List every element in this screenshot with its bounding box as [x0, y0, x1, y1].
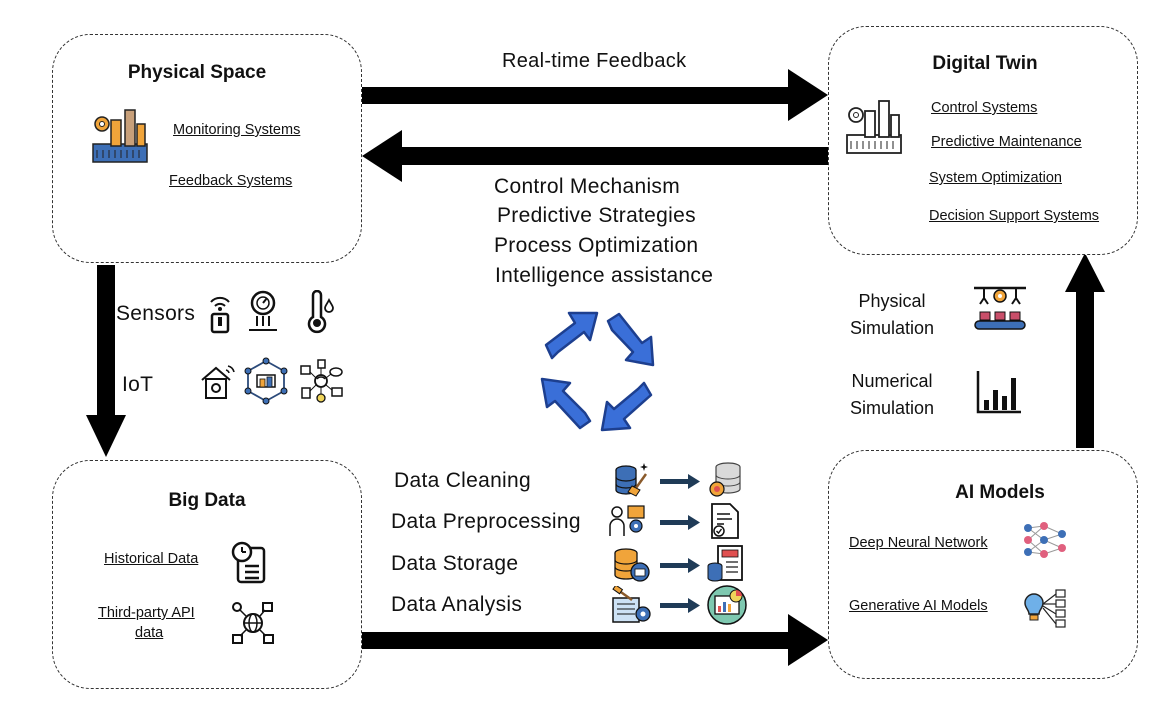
physical-space-title: Physical Space [127, 62, 267, 83]
database-cleaning-icon [615, 463, 648, 497]
generative-ai-models-link[interactable]: Generative AI Models [849, 598, 988, 614]
iot-label: IoT [122, 373, 154, 396]
step-arrows [660, 474, 700, 613]
up-arrow [1065, 253, 1105, 448]
system-optimization-link[interactable]: System Optimization [929, 170, 1062, 186]
numerical-simulation-label: Numerical Simulation [842, 368, 942, 422]
iot-devices-icon [300, 359, 343, 403]
digital-twin-title: Digital Twin [932, 53, 1038, 74]
historical-data-link[interactable]: Historical Data [104, 551, 199, 567]
numerical-simulation-line-2: Simulation [849, 398, 935, 418]
down-arrow [86, 265, 126, 457]
feedback-systems-link[interactable]: Feedback Systems [169, 173, 293, 189]
smart-home-icon [201, 365, 235, 399]
factory-icon [92, 109, 148, 163]
api-network-icon [232, 602, 274, 644]
control-return-arrow [362, 130, 828, 182]
bottom-arrow [362, 614, 828, 666]
third-party-api-data-link[interactable]: data [135, 625, 164, 641]
data-analysis-label: Data Analysis [391, 593, 523, 616]
big-data-title: Big Data [168, 490, 246, 511]
neural-network-icon [1024, 522, 1066, 558]
control-systems-link[interactable]: Control Systems [931, 100, 1038, 116]
bar-chart-icon [976, 371, 1021, 414]
intelligence-assistance-label: Intelligence assistance [495, 264, 714, 287]
robotic-assembly-icon [974, 286, 1026, 330]
deep-neural-network-link[interactable]: Deep Neural Network [849, 535, 988, 551]
real-time-feedback-label: Real-time Feedback [502, 50, 687, 72]
pressure-gauge-icon [249, 290, 277, 331]
real-time-feedback-arrow [362, 69, 828, 121]
data-preprocessing-label: Data Preprocessing [391, 510, 581, 533]
checklist-document-icon [711, 503, 739, 539]
sensors-label: Sensors [116, 302, 196, 325]
third-party-api-link[interactable]: Third-party API [98, 605, 195, 621]
process-optimization-label: Process Optimization [494, 234, 699, 257]
wireless-sensor-icon [210, 296, 230, 334]
sql-database-icon [707, 545, 743, 582]
predictive-maintenance-link[interactable]: Predictive Maintenance [931, 134, 1082, 150]
clock-document-icon [231, 541, 266, 584]
numerical-simulation-line-1: Numerical [851, 371, 933, 391]
physical-simulation-line-2: Simulation [849, 318, 935, 338]
big-data-box [52, 460, 362, 689]
monitoring-systems-link[interactable]: Monitoring Systems [173, 122, 301, 138]
database-storage-icon [614, 548, 650, 582]
generative-ai-icon [1024, 589, 1066, 628]
predictive-strategies-label: Predictive Strategies [497, 204, 696, 227]
physical-simulation-label: Physical Simulation [842, 288, 942, 342]
data-analysis-tools-icon [612, 586, 651, 623]
verified-database-icon [709, 462, 741, 497]
physical-simulation-line-1: Physical [858, 291, 926, 311]
cycle-arrows-icon [540, 311, 655, 432]
analytics-dashboard-icon [707, 585, 747, 625]
person-preprocessing-icon [609, 505, 645, 536]
thermometer-icon [307, 290, 334, 334]
iot-network-icon [244, 357, 288, 405]
control-mechanism-label: Control Mechanism [494, 175, 680, 198]
ai-models-box [828, 450, 1138, 679]
data-cleaning-label: Data Cleaning [394, 469, 531, 492]
decision-support-systems-link[interactable]: Decision Support Systems [929, 208, 1100, 224]
factory-icon [846, 100, 902, 154]
ai-models-title: AI Models [955, 482, 1045, 503]
data-storage-label: Data Storage [391, 552, 519, 575]
